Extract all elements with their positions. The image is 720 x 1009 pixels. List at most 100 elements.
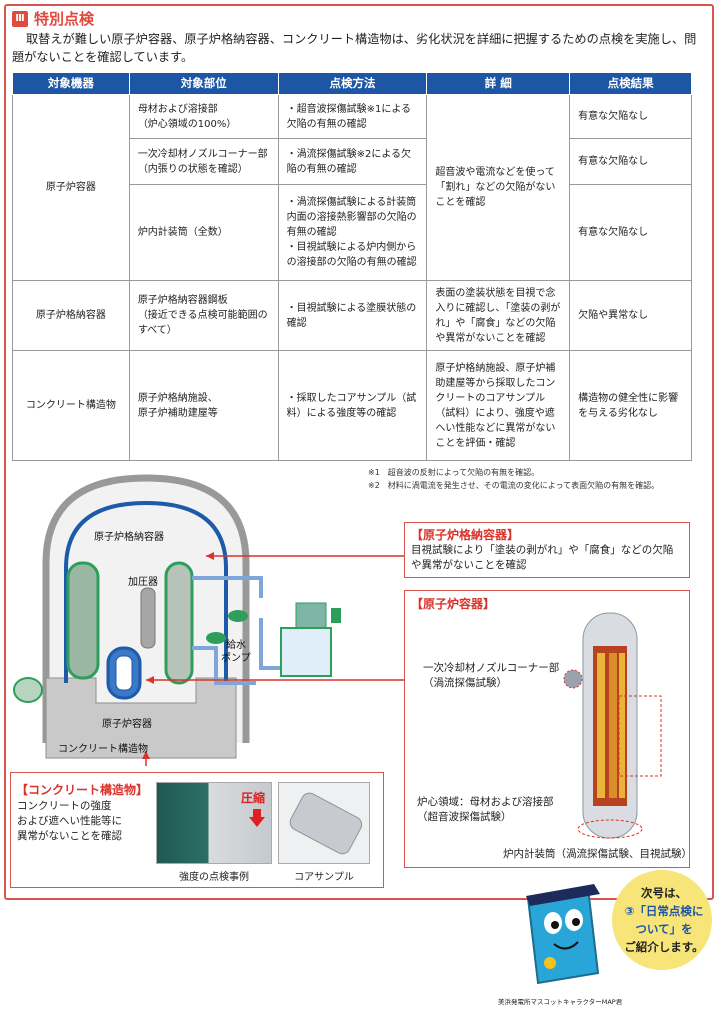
section-number: Ⅲ [12, 10, 28, 27]
arrowhead [146, 676, 154, 684]
footnote-1: ※1 超音波の反射によって欠陥の有無を確認。 [368, 468, 540, 477]
part-cell: 原子炉格納容器鋼板 （接近できる点検可能範囲のすべて） [128, 280, 279, 351]
nozzle-marker [563, 669, 583, 689]
header-result: 点検結果 [569, 72, 692, 95]
reactor-vessel-illustration [563, 612, 662, 839]
fuel-rod [619, 653, 625, 798]
pump [206, 632, 226, 644]
part-cell: 炉内計装筒（全数） [128, 184, 279, 281]
part-line: 原子炉格納施設、 [137, 392, 218, 404]
steam-generator-right [164, 561, 194, 685]
plant-diagram: 原子炉格納容器 加圧器 給水 ポンプ 原子炉容器 コンクリート構造物 [6, 468, 416, 768]
detail-concrete: 原子炉格納施設、原子炉補助建屋等から採取したコンクリートのコアサンプル（試料）に… [426, 350, 571, 461]
mascot-line: ご紹介します。 [624, 940, 704, 954]
table-row: 原子炉容器 母材および溶接部 （炉心領域の100%） ・超音波探傷試験※1による欠… [12, 94, 692, 281]
table-row: コンクリート構造物 原子炉格納施設、原子炉補助建屋等 ・採取したコアサンプル（試… [12, 350, 692, 461]
callout-containment: 【原子炉格納容器】 目視試験により「塗装の剥がれ」や「腐食」などの欠陥や異常がな… [404, 522, 690, 578]
arrowhead [142, 751, 150, 759]
callout-concrete-body: コンクリートの強度 および遮へい性能等に 異常がないことを確認 [17, 799, 122, 844]
nozzle-label-line: （渦流探傷試験） [423, 677, 507, 689]
callout-containment-head: 【原子炉格納容器】 [411, 528, 520, 542]
mascot-line: ③「日常点検に [624, 904, 704, 918]
nozzle-label: 一次冷却材ノズルコーナー部 （渦流探傷試験） [423, 661, 559, 691]
steam-pipe [192, 576, 263, 598]
callout-reactor: 【原子炉容器】 一次冷却材ノズルコーナー部 （渦流探傷試験） 炉心領域：母材およ… [404, 590, 692, 868]
equipment-reactor: 原子炉容器 [12, 94, 130, 281]
label-feedwater-1: 給水 [226, 640, 246, 651]
callout-containment-body: 目視試験により「塗装の剥がれ」や「腐食」などの欠陥や異常がないことを確認 [411, 544, 674, 571]
part-line: （接近できる点検可能範囲のすべて） [137, 310, 268, 336]
mascot-message: 次号は、 ③「日常点検に ついて」を ご紹介します。 [612, 884, 716, 956]
label-reactor: 原子炉容器 [102, 719, 152, 730]
containment-vessel [64, 500, 228, 683]
concrete-body-line: および遮へい性能等に [17, 815, 122, 827]
instrument-marker [577, 819, 643, 839]
intro-text: 取替えが難しい原子炉容器、原子炉格納容器、コンクリート構造物は、劣化状況を詳細に… [12, 32, 697, 64]
method-cell: ・目視試験による塗膜状態の確認 [277, 280, 428, 351]
header-part: 対象部位 [128, 72, 279, 95]
part-line: 原子炉格納容器鋼板 [137, 295, 228, 306]
speech-bubble [612, 870, 712, 970]
part-line: （内張りの状態を確認） [137, 163, 248, 175]
part-line: 一次冷却材ノズルコーナー部 [137, 148, 268, 160]
detail-reactor: 超音波や電流などを使って「割れ」などの欠陥がないことを確認 [426, 94, 571, 281]
turbine [295, 602, 327, 629]
table-row: 原子炉格納容器 原子炉格納容器鋼板 （接近できる点検可能範囲のすべて） ・目視試験… [12, 280, 692, 351]
result-cell: 有意な欠陥なし [569, 138, 692, 185]
part-line: 原子炉補助建屋等 [137, 407, 218, 419]
method-line: ・渦流探傷試験による計装筒内面の溶接熱影響部の欠陥の有無の確認 [286, 197, 417, 238]
mascot-line: 次号は、 [641, 886, 687, 900]
part-cell: 母材および溶接部 （炉心領域の100%） [128, 94, 279, 139]
core-caption: コアサンプル [294, 872, 354, 883]
core-label-line: 炉心領域：母材および溶接部 [417, 796, 554, 808]
part-line: 母材および溶接部 [137, 103, 218, 115]
part-line: （炉心領域の100%） [137, 118, 237, 130]
fuel-rod [609, 653, 617, 798]
detail-containment: 表面の塗装状態を目視で念入りに確認し、「塗装の剥がれ」や「腐食」などの欠陥や異常… [426, 280, 571, 351]
press-label: 圧縮 [241, 791, 266, 805]
result-cell: 有意な欠陥なし [569, 184, 692, 281]
reactor-core [115, 655, 133, 691]
core-label: 炉心領域：母材および溶接部 （超音波探傷試験） [417, 795, 554, 825]
generator [331, 608, 341, 623]
header-equipment: 対象機器 [12, 72, 130, 95]
callout-reactor-head: 【原子炉容器】 [411, 597, 496, 611]
instrument-label: 炉内計装筒（渦流探傷試験、目視試験） [503, 848, 692, 860]
arrow-down-icon [249, 809, 265, 827]
concrete-body-line: コンクリートの強度 [17, 800, 112, 812]
label-concrete: コンクリート構造物 [58, 744, 148, 755]
method-cell: ・採取したコアサンプル（試料）による強度等の確認 [277, 350, 428, 461]
core-label-line: （超音波探傷試験） [417, 811, 512, 823]
callout-concrete-head: 【コンクリート構造物】 [16, 783, 149, 797]
result-cell: 有意な欠陥なし [569, 94, 692, 139]
nozzle-label-line: 一次冷却材ノズルコーナー部 [423, 662, 560, 674]
method-cell: ・渦流探傷試験※2による欠陥の有無の確認 [277, 138, 428, 185]
core-sample-photo [278, 782, 370, 864]
label-feedwater-2: ポンプ [221, 653, 251, 664]
method-line: ・目視試験による炉内側からの溶接部の欠陥の有無の確認 [286, 242, 417, 268]
equipment-concrete: コンクリート構造物 [12, 350, 130, 461]
concrete-body-line: 異常がないことを確認 [17, 830, 122, 842]
core-sample-illustration [289, 792, 363, 855]
tank [13, 677, 43, 703]
result-cell: 欠陥や異常なし [569, 280, 692, 351]
header-method: 点検方法 [277, 72, 428, 95]
table-row: 一次冷却材ノズルコーナー部 （内張りの状態を確認） ・渦流探傷試験※2による欠陥の… [13, 138, 692, 185]
feed-pipe [192, 646, 256, 685]
table-row: 炉内計装筒（全数） ・渦流探傷試験による計装筒内面の溶接熱影響部の欠陥の有無の確… [13, 184, 692, 281]
equipment-containment: 原子炉格納容器 [12, 280, 130, 351]
fuel-rod [597, 653, 605, 798]
condenser [280, 627, 332, 677]
label-pressurizer: 加圧器 [128, 577, 158, 588]
method-cell: ・超音波探傷試験※1による欠陥の有無の確認 [277, 94, 428, 139]
section-title: 特別点検 [34, 10, 95, 28]
result-cell: 構造物の健全性に影響を与える劣化なし [569, 350, 692, 461]
steam-generator-left [66, 561, 100, 680]
label-containment: 原子炉格納容器 [94, 532, 164, 543]
strength-test-photo: 圧縮 [156, 782, 272, 864]
arrowhead [206, 552, 214, 560]
part-cell: 原子炉格納施設、原子炉補助建屋等 [128, 350, 279, 461]
mascot-credit: 美浜発電所マスコットキャラクターMAP君 [498, 998, 623, 1006]
pump [228, 610, 248, 622]
part-cell: 一次冷却材ノズルコーナー部 （内張りの状態を確認） [128, 138, 279, 185]
